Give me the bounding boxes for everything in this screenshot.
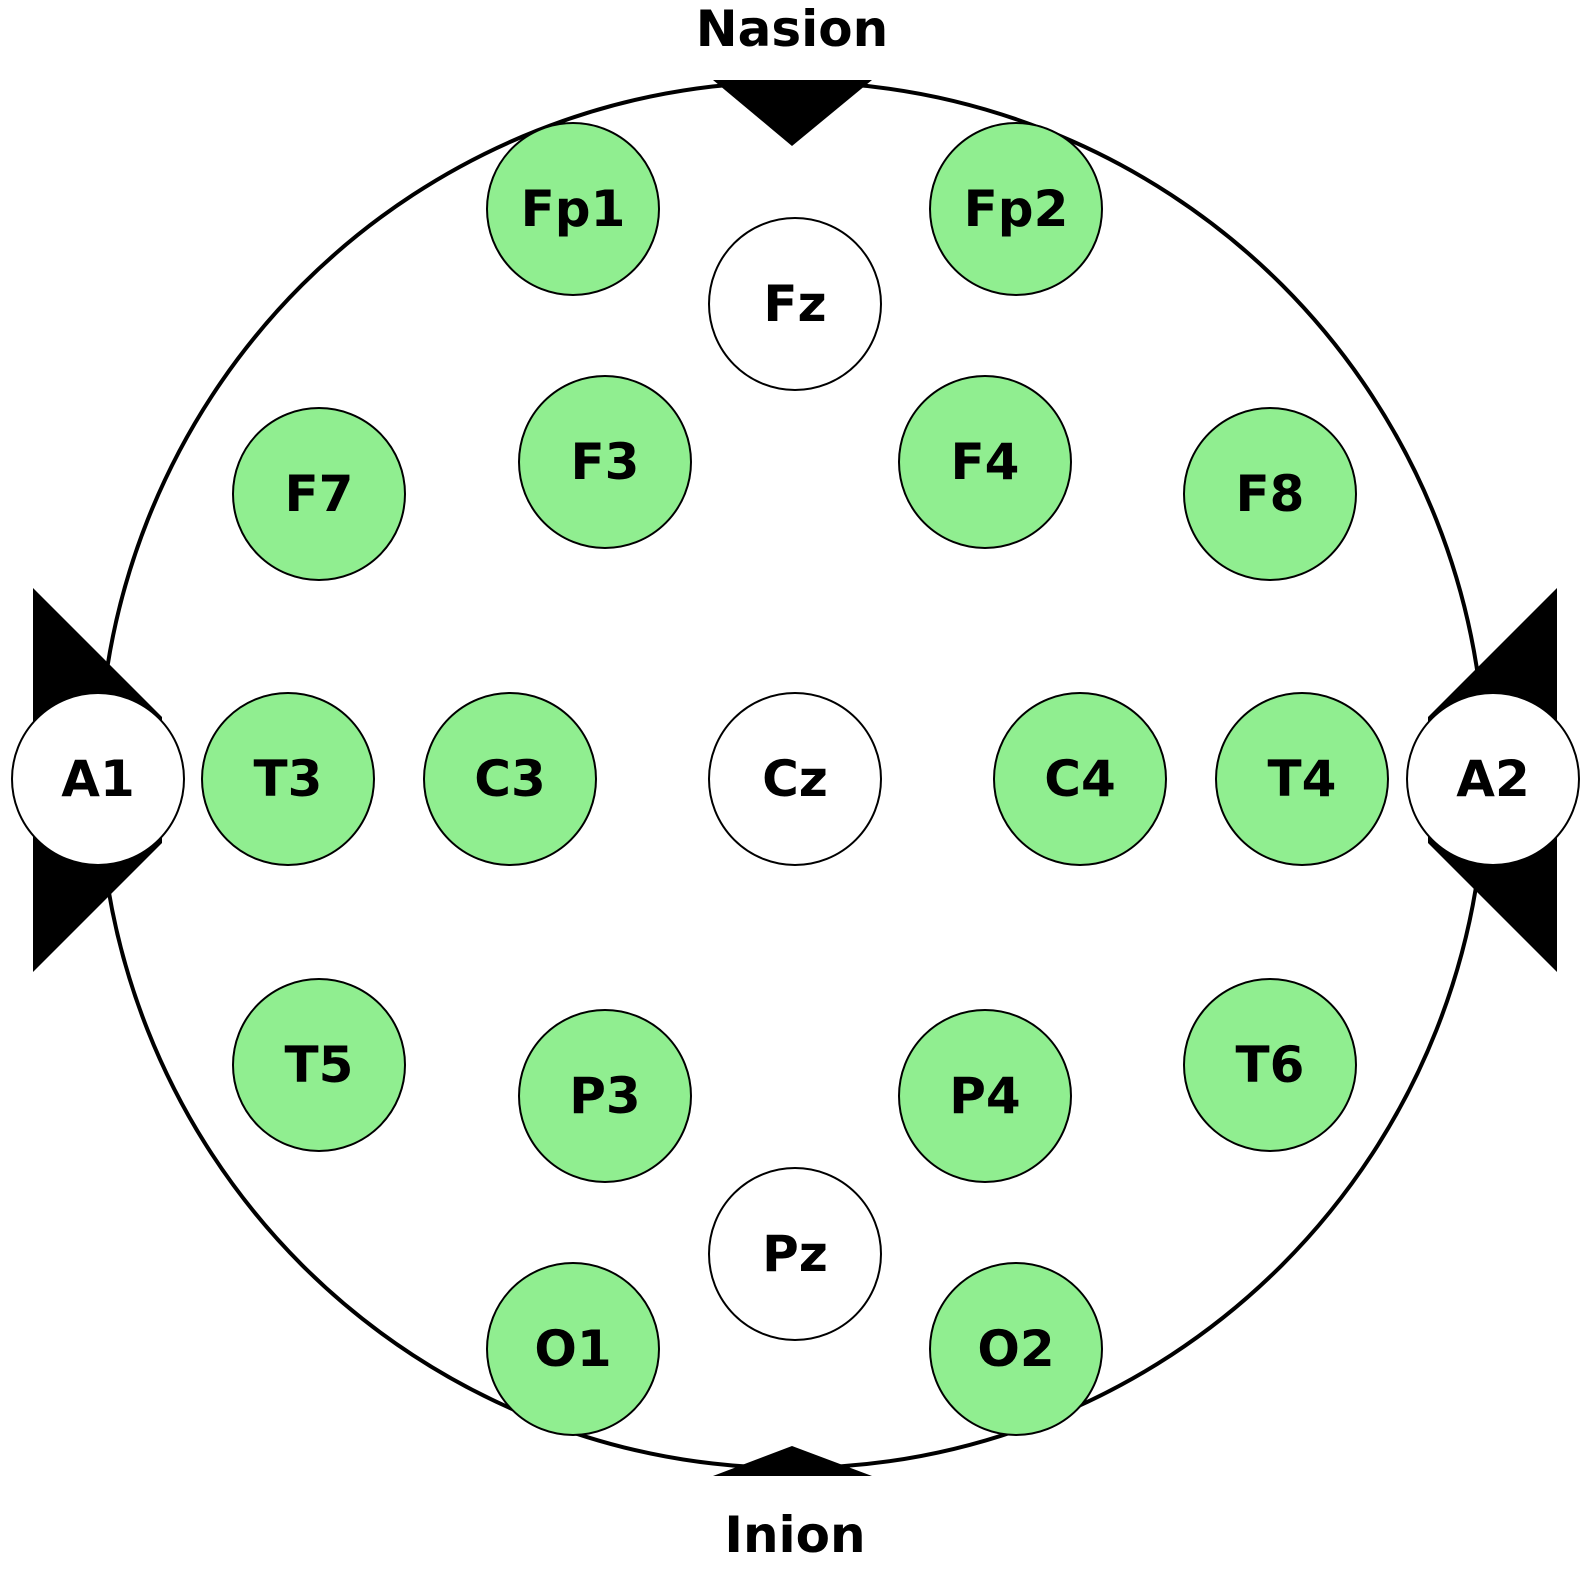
electrode-cz-label: Cz — [762, 750, 828, 808]
electrode-f4-label: F4 — [951, 433, 1020, 491]
electrode-c4: C4 — [993, 692, 1167, 866]
electrode-o1-label: O1 — [534, 1320, 611, 1378]
electrode-fz: Fz — [708, 217, 882, 391]
electrode-f3-label: F3 — [571, 433, 640, 491]
electrode-p4-label: P4 — [949, 1067, 1020, 1125]
electrode-c3-circle — [423, 692, 597, 866]
electrode-f8: F8 — [1183, 407, 1357, 581]
electrode-t6-label: T6 — [1236, 1036, 1305, 1094]
electrode-c4-label: C4 — [1044, 750, 1115, 808]
electrode-f7-label: F7 — [285, 465, 354, 523]
nasion-marker — [713, 80, 872, 146]
electrode-f8-label: F8 — [1236, 465, 1305, 523]
electrode-c4-circle — [993, 692, 1167, 866]
electrode-f4-circle — [898, 375, 1072, 549]
electrode-f7: F7 — [232, 407, 406, 581]
electrode-cz: Cz — [708, 692, 882, 866]
electrode-fz-label: Fz — [763, 275, 826, 333]
electrode-pz: Pz — [708, 1167, 882, 1341]
electrode-cz-circle — [708, 692, 882, 866]
electrode-c3: C3 — [423, 692, 597, 866]
inion-label: Inion — [724, 1506, 865, 1564]
electrode-fp1-label: Fp1 — [521, 180, 626, 238]
electrode-p4: P4 — [898, 1009, 1072, 1183]
electrode-p3-circle — [518, 1009, 692, 1183]
electrode-t5: T5 — [232, 978, 406, 1152]
electrode-t4-label: T4 — [1268, 750, 1337, 808]
electrode-a1: A1 — [11, 692, 185, 866]
electrode-a1-label: A1 — [61, 750, 135, 808]
electrode-t5-label: T5 — [285, 1036, 354, 1094]
electrode-t3-label: T3 — [254, 750, 323, 808]
electrode-t3: T3 — [201, 692, 375, 866]
electrode-f3-circle — [518, 375, 692, 549]
electrode-f8-circle — [1183, 407, 1357, 581]
electrode-o2-circle — [929, 1262, 1103, 1436]
electrode-a2: A2 — [1406, 692, 1580, 866]
electrode-a2-label: A2 — [1456, 750, 1530, 808]
electrode-t4-circle — [1215, 692, 1389, 866]
electrode-p4-circle — [898, 1009, 1072, 1183]
inion-marker — [713, 1446, 872, 1476]
electrode-t6-circle — [1183, 978, 1357, 1152]
electrode-o1: O1 — [486, 1262, 660, 1436]
electrode-fp2-label: Fp2 — [964, 180, 1069, 238]
electrode-o2: O2 — [929, 1262, 1103, 1436]
electrode-c3-label: C3 — [474, 750, 545, 808]
electrode-f4: F4 — [898, 375, 1072, 549]
electrode-p3-label: P3 — [569, 1067, 640, 1125]
electrode-f3: F3 — [518, 375, 692, 549]
electrode-o1-circle — [486, 1262, 660, 1436]
electrode-f7-circle — [232, 407, 406, 581]
nasion-label: Nasion — [696, 0, 888, 58]
electrode-p3: P3 — [518, 1009, 692, 1183]
electrode-fp2-circle — [929, 122, 1103, 296]
electrode-t4: T4 — [1215, 692, 1389, 866]
electrode-o2-label: O2 — [977, 1320, 1054, 1378]
electrode-t3-circle — [201, 692, 375, 866]
electrode-t6: T6 — [1183, 978, 1357, 1152]
electrode-t5-circle — [232, 978, 406, 1152]
electrode-pz-label: Pz — [762, 1225, 828, 1283]
electrode-fp2: Fp2 — [929, 122, 1103, 296]
electrode-fp1: Fp1 — [486, 122, 660, 296]
electrode-fz-circle — [708, 217, 882, 391]
electrode-a1-circle — [11, 692, 185, 866]
electrode-a2-circle — [1406, 692, 1580, 866]
electrode-pz-circle — [708, 1167, 882, 1341]
electrode-fp1-circle — [486, 122, 660, 296]
